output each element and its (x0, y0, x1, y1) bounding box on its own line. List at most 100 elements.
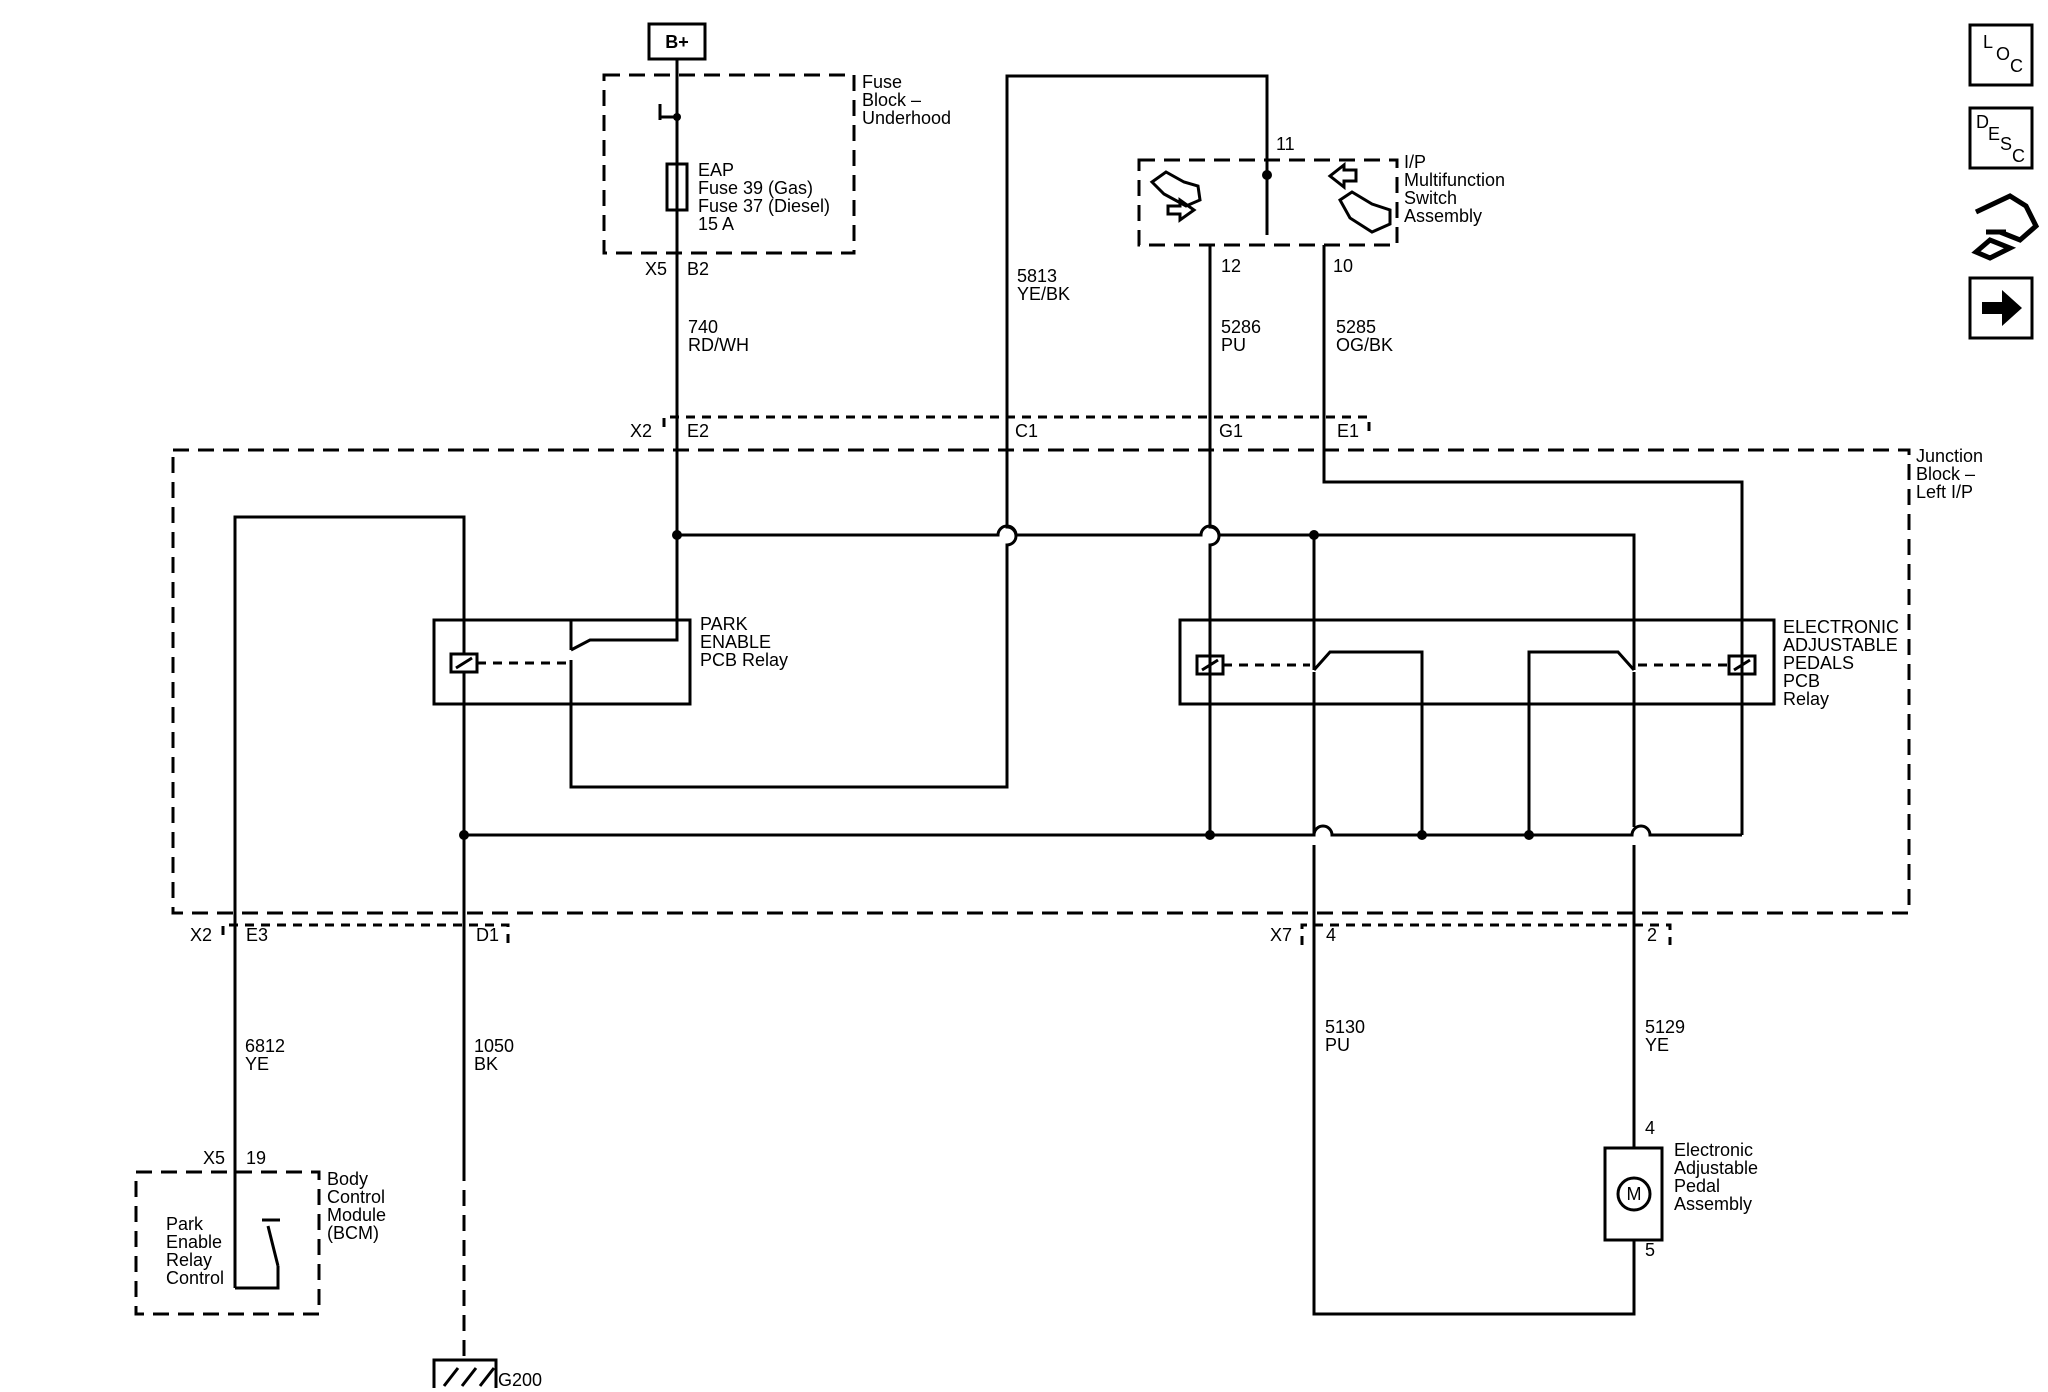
park-relay-title-2: ENABLE (700, 632, 771, 652)
motor-pin-bottom: 5 (1645, 1240, 1655, 1260)
desc-letter-c: C (2012, 146, 2025, 166)
electronic-adjustable-pedals-pcb-relay: ELECTRONIC ADJUSTABLE PEDALS PCB Relay (1178, 617, 1899, 835)
fuse-line-4: 15 A (698, 214, 734, 234)
loc-icon[interactable] (1968, 23, 2034, 87)
park-enable-pcb-relay: PARK ENABLE PCB Relay (432, 535, 788, 706)
bcm-inner-1: Park (166, 1214, 204, 1234)
fuse-pin-label: B2 (687, 259, 709, 279)
electronic-adjustable-pedal-assembly: M 4 5 Electronic Adjustable Pedal Assemb… (1603, 1118, 1758, 1260)
fuse-block-title-1: Fuse (862, 72, 902, 92)
switch-title-1: I/P (1404, 152, 1426, 172)
jb-pin-e1: E1 (1337, 421, 1359, 441)
battery-supply: B+ (647, 22, 707, 61)
jb-pin-e2: E2 (687, 421, 709, 441)
wire-5129-num: 5129 (1645, 1017, 1685, 1037)
eap-relay-title-5: Relay (1783, 689, 1829, 709)
loc-letter-o: O (1996, 44, 2010, 64)
jb-pin-c1: C1 (1015, 421, 1038, 441)
motor-icon (1616, 1176, 1652, 1212)
desc-letter-d: D (1976, 112, 1989, 132)
junction-bottom-left-connector: X2 E3 D1 (190, 923, 510, 945)
eap-relay-title-2: ADJUSTABLE (1783, 635, 1898, 655)
jb-pin-4: 4 (1326, 925, 1336, 945)
motor-symbol: M (1627, 1184, 1642, 1204)
bcm-title-2: Control (327, 1187, 385, 1207)
eap-relay-contact-left-icon (1312, 650, 1424, 835)
ground-icon (432, 1358, 498, 1388)
jb-bottom-right-connector-label: X7 (1270, 925, 1292, 945)
wire-740-color: RD/WH (688, 335, 749, 355)
fuse-block-title-3: Underhood (862, 108, 951, 128)
motor-title-2: Adjustable (1674, 1158, 1758, 1178)
fuse-line-1: EAP (698, 160, 734, 180)
jb-title-1: Junction (1916, 446, 1983, 466)
switch-pin-12: 12 (1221, 256, 1241, 276)
wire-5286-color: PU (1221, 335, 1246, 355)
switch-title-3: Switch (1404, 188, 1457, 208)
wire-6812-num: 6812 (245, 1036, 285, 1056)
jb-pin-e3: E3 (246, 925, 268, 945)
switch-title-4: Assembly (1404, 206, 1482, 226)
eap-relay-title-4: PCB (1783, 671, 1820, 691)
eap-relay-title-1: ELECTRONIC (1783, 617, 1899, 637)
motor-pin-top: 4 (1645, 1118, 1655, 1138)
motor-title-3: Pedal (1674, 1176, 1720, 1196)
desc-button[interactable]: D E S C (1968, 106, 2034, 170)
park-relay-title-1: PARK (700, 614, 748, 634)
jb-pin-2: 2 (1647, 925, 1657, 945)
eap-relay-contact-right-icon (1527, 650, 1636, 835)
wire-5813-num: 5813 (1017, 266, 1057, 286)
next-button[interactable] (1968, 276, 2034, 340)
fuse-line-2: Fuse 39 (Gas) (698, 178, 813, 198)
body-control-module: X5 19 Body Control Module (BCM) Park Ena… (134, 1148, 386, 1316)
wire-5285-color: OG/BK (1336, 335, 1393, 355)
wire-5130-num: 5130 (1325, 1017, 1365, 1037)
fuse-line-3: Fuse 37 (Diesel) (698, 196, 830, 216)
loc-letter-c: C (2010, 56, 2023, 76)
bcm-inner-2: Enable (166, 1232, 222, 1252)
jb-title-2: Block – (1916, 464, 1975, 484)
bcm-title-4: (BCM) (327, 1223, 379, 1243)
motor-title-4: Assembly (1674, 1194, 1752, 1214)
bcm-inner-4: Control (166, 1268, 224, 1288)
wire-5129-color: YE (1645, 1035, 1669, 1055)
connector-icon[interactable] (1971, 193, 2040, 261)
fuse-block-title-2: Block – (862, 90, 921, 110)
bcm-title-3: Module (327, 1205, 386, 1225)
bcm-title-1: Body (327, 1169, 368, 1189)
bcm-inner-3: Relay (166, 1250, 212, 1270)
park-relay-title-3: PCB Relay (700, 650, 788, 670)
junction-bottom-right-connector: X7 4 2 (1270, 923, 1672, 945)
desc-icon[interactable] (1968, 106, 2034, 170)
wire-5813-color: YE/BK (1017, 284, 1070, 304)
jb-title-3: Left I/P (1916, 482, 1973, 502)
wire-5286-num: 5286 (1221, 317, 1261, 337)
jb-pin-d1: D1 (476, 925, 499, 945)
loc-button[interactable]: L O C (1968, 23, 2034, 87)
jb-top-connector-label: X2 (630, 421, 652, 441)
desc-letter-e: E (1988, 124, 2000, 144)
wire-1050-num: 1050 (474, 1036, 514, 1056)
switch-pin-10: 10 (1333, 256, 1353, 276)
bcm-pin-label: 19 (246, 1148, 266, 1168)
switch-title-2: Multifunction (1404, 170, 1505, 190)
battery-label: B+ (665, 32, 689, 52)
hand-down-icon (1327, 161, 1392, 234)
junction-top-connector: X2 E2 C1 G1 E1 (630, 415, 1371, 441)
desc-letter-s: S (2000, 134, 2012, 154)
hand-up-icon (1149, 170, 1202, 223)
fuse-block-underhood: Fuse Block – Underhood EAP Fuse 39 (Gas)… (602, 72, 951, 279)
park-relay-contact-icon (569, 535, 679, 652)
wire-6812-color: YE (245, 1054, 269, 1074)
jb-pin-g1: G1 (1219, 421, 1243, 441)
fuse-connector-label: X5 (645, 259, 667, 279)
connector-button[interactable] (1971, 193, 2040, 261)
ip-multifunction-switch-assembly: I/P Multifunction Switch Assembly 11 12 … (1137, 134, 1505, 276)
wire-5285-num: 5285 (1336, 317, 1376, 337)
eap-relay-coil-right-icon (1727, 654, 1757, 676)
next-arrow-icon[interactable] (1982, 290, 2022, 326)
wire-5130-color: PU (1325, 1035, 1350, 1055)
wire-740-num: 740 (688, 317, 718, 337)
bcm-switch-icon (235, 1218, 280, 1290)
eap-relay-title-3: PEDALS (1783, 653, 1854, 673)
